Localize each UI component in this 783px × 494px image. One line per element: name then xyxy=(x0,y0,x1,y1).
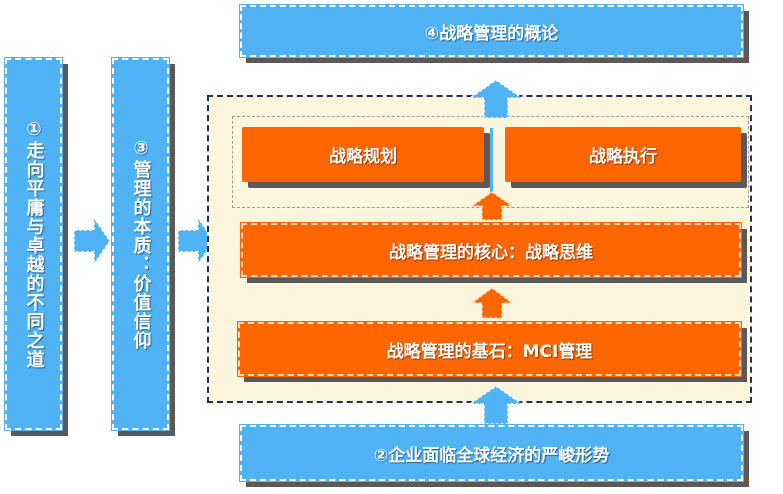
foundation-box: 战略管理的基石：MCI管理 xyxy=(237,321,742,377)
core-box: 战略管理的核心：战略思维 xyxy=(240,222,742,278)
top-box: ④战略管理的概论 xyxy=(239,4,744,58)
connector-line xyxy=(490,128,493,198)
right-arrow-2 xyxy=(177,215,215,267)
right-arrow-1 xyxy=(73,215,111,267)
up-arrow-top xyxy=(467,79,525,119)
up-arrow-bottom xyxy=(467,385,525,425)
left-column-2: ③管理的本质：价值信仰 xyxy=(111,57,170,431)
up-arrow-to-strategy xyxy=(469,191,515,221)
execution-box: 战略执行 xyxy=(505,127,741,182)
top-box-label: ④战略管理的概论 xyxy=(424,23,559,44)
bottom-box-label: ②企业面临全球经济的严峻形势 xyxy=(373,445,610,466)
foundation-box-label: 战略管理的基石：MCI管理 xyxy=(386,341,593,362)
left-column-1-label: ①走向平庸与卓越的不同之道 xyxy=(23,119,45,369)
core-box-label: 战略管理的核心：战略思维 xyxy=(389,242,593,263)
left-column-2-label: ③管理的本质：价值信仰 xyxy=(130,138,152,350)
left-column-1: ①走向平庸与卓越的不同之道 xyxy=(4,57,63,431)
up-arrow-to-core xyxy=(469,287,515,319)
planning-box: 战略规划 xyxy=(242,127,484,182)
planning-box-label: 战略规划 xyxy=(329,147,397,167)
execution-box-label: 战略执行 xyxy=(589,147,657,167)
bottom-box: ②企业面临全球经济的严峻形势 xyxy=(239,424,744,482)
